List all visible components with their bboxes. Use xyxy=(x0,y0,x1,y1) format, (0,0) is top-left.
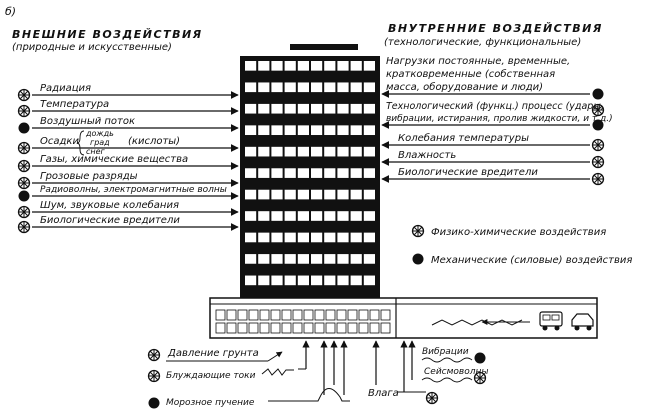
ext-label-6: Радиоволны, электромагнитные волны xyxy=(40,185,227,195)
legend-mech-icon xyxy=(412,253,424,265)
physchem-icon xyxy=(591,155,605,169)
vehicles xyxy=(431,311,594,331)
physchem-icon xyxy=(591,172,605,186)
load-line-2: масса, оборудование и люди) xyxy=(386,81,543,93)
roof-cap xyxy=(290,44,358,50)
podium-windows xyxy=(215,309,391,334)
physchem-icon xyxy=(17,159,31,173)
external-title: ВНЕШНИЕ ВОЗДЕЙСТВИЯ xyxy=(12,28,203,41)
physchem-icon xyxy=(17,88,31,102)
ext-label-8: Биологические вредители xyxy=(40,215,180,226)
external-arrows xyxy=(17,88,239,234)
building xyxy=(209,44,598,339)
int-label-1: Влажность xyxy=(398,150,456,161)
process-line-0: Технологический (функц.) процесс (удары, xyxy=(386,101,604,112)
physchem-icon xyxy=(17,205,31,219)
legend: Физико-химические воздействия Механическ… xyxy=(411,224,632,266)
legend-mech: Механические (силовые) воздействия xyxy=(431,255,632,266)
int-label-0: Колебания температуры xyxy=(398,132,529,144)
tower-windows xyxy=(245,61,375,286)
load-line-0: Нагрузки постоянные, временные, xyxy=(386,56,570,67)
precip-note: (кислоты) xyxy=(128,136,180,147)
seismic-waves: Сейсмоволны xyxy=(424,367,488,377)
process-line-1: вибрации, истирания, пролив жидкости, и … xyxy=(386,114,613,124)
bus-icon xyxy=(539,311,563,331)
physchem-icon xyxy=(17,104,31,118)
int-label-2: Биологические вредители xyxy=(398,167,538,178)
ext-label-5: Грозовые разряды xyxy=(40,171,138,182)
mechanical-icon xyxy=(18,190,30,202)
legend-phys-icon xyxy=(411,224,425,238)
ext-label-4: Газы, химические вещества xyxy=(40,154,188,165)
precip-snow: снег xyxy=(86,147,106,156)
stray-currents-icon xyxy=(147,369,161,383)
moisture-icon xyxy=(425,391,439,405)
physchem-icon xyxy=(591,138,605,152)
internal-arrows xyxy=(381,88,605,186)
internal-subtitle: (технологические, функциональные) xyxy=(384,37,581,48)
mechanical-icon xyxy=(592,88,604,100)
external-subtitle: (природные и искусственные) xyxy=(12,42,172,53)
seismic-icon xyxy=(473,371,487,385)
precip-hail: град xyxy=(90,138,110,147)
internal-labels: Нагрузки постоянные, временные, кратковр… xyxy=(386,56,613,178)
ext-label-3: Осадки xyxy=(40,136,79,147)
frost-heave: Морозное пучение xyxy=(166,398,255,408)
ext-label-1: Температура xyxy=(40,99,109,110)
load-line-1: кратковременные (собственная xyxy=(386,68,555,80)
stray-currents: Блуждающие токи xyxy=(166,371,256,381)
ext-label-2: Воздушный поток xyxy=(40,116,135,127)
vibrations-icon xyxy=(474,352,486,364)
frost-heave-icon xyxy=(148,397,160,409)
ground-pressure-icon xyxy=(147,348,161,362)
mechanical-icon xyxy=(18,122,30,134)
physchem-icon xyxy=(17,220,31,234)
moisture: Влага xyxy=(368,388,399,399)
ground-pressure: Давление грунта xyxy=(167,348,259,359)
ext-label-7: Шум, звуковые колебания xyxy=(40,199,179,211)
ext-label-0: Радиация xyxy=(40,83,91,94)
physchem-icon xyxy=(17,176,31,190)
ground-influences: Давление грунта Блуждающие токи Морозное… xyxy=(147,340,488,409)
physchem-icon xyxy=(17,141,31,155)
precip-rain: дождь xyxy=(85,129,114,138)
panel-label: б) xyxy=(5,5,16,18)
legend-phys: Физико-химические воздействия xyxy=(431,227,606,238)
internal-title: ВНУТРЕННИЕ ВОЗДЕЙСТВИЯ xyxy=(388,22,603,35)
external-labels: Радиация Температура Воздушный поток Оса… xyxy=(40,83,227,226)
car-icon xyxy=(571,313,594,331)
vibrations: Вибрации xyxy=(422,347,469,357)
